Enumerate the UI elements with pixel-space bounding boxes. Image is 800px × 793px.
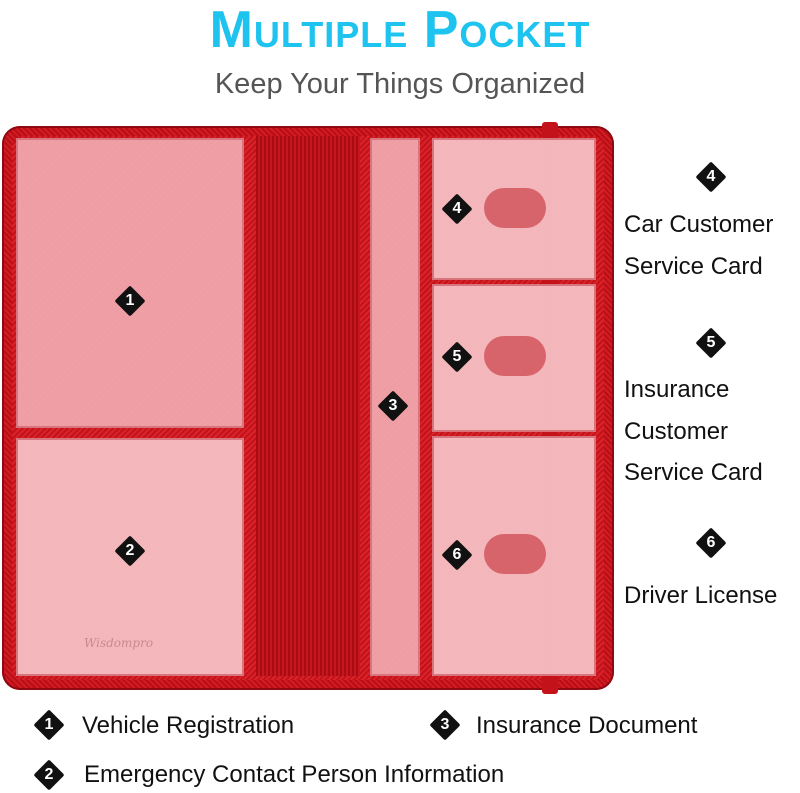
badge-3: 3	[377, 390, 409, 422]
side-badge-4: 4	[695, 161, 727, 193]
page-title: Multiple Pocket	[209, 1, 591, 59]
badge-2: 2	[114, 535, 146, 567]
bottom-badge-3: 3	[429, 709, 461, 741]
side-badge-5: 5	[695, 327, 727, 359]
label-emergency-contact: Emergency Contact Person Information	[84, 761, 505, 788]
label-customer: Customer	[624, 418, 729, 445]
label-vehicle-registration: Vehicle Registration	[82, 712, 295, 739]
thumb-cutout	[484, 188, 546, 228]
label-insurance: Insurance	[624, 376, 730, 403]
label-insurance-document: Insurance Document	[476, 712, 698, 739]
thumb-cutout	[484, 534, 546, 574]
label-driver-license: Driver License	[624, 582, 778, 609]
badge-6: 6	[441, 539, 473, 571]
wallet-spine	[256, 136, 360, 676]
bottom-badge-1: 1	[33, 709, 65, 741]
badge-1: 1	[114, 285, 146, 317]
badge-5: 5	[441, 341, 473, 373]
page-subtitle: Keep Your Things Organized	[214, 68, 586, 100]
badge-4: 4	[441, 193, 473, 225]
label-service-card: Service Card	[624, 253, 763, 280]
thumb-cutout	[484, 336, 546, 376]
pocket-vehicle-registration	[16, 138, 244, 428]
label-service-card-2: Service Card	[624, 459, 763, 486]
bottom-badge-2: 2	[33, 759, 65, 791]
side-badge-6: 6	[695, 527, 727, 559]
label-car-customer: Car Customer	[624, 211, 774, 238]
brand-watermark: Wisdompro	[84, 636, 154, 650]
